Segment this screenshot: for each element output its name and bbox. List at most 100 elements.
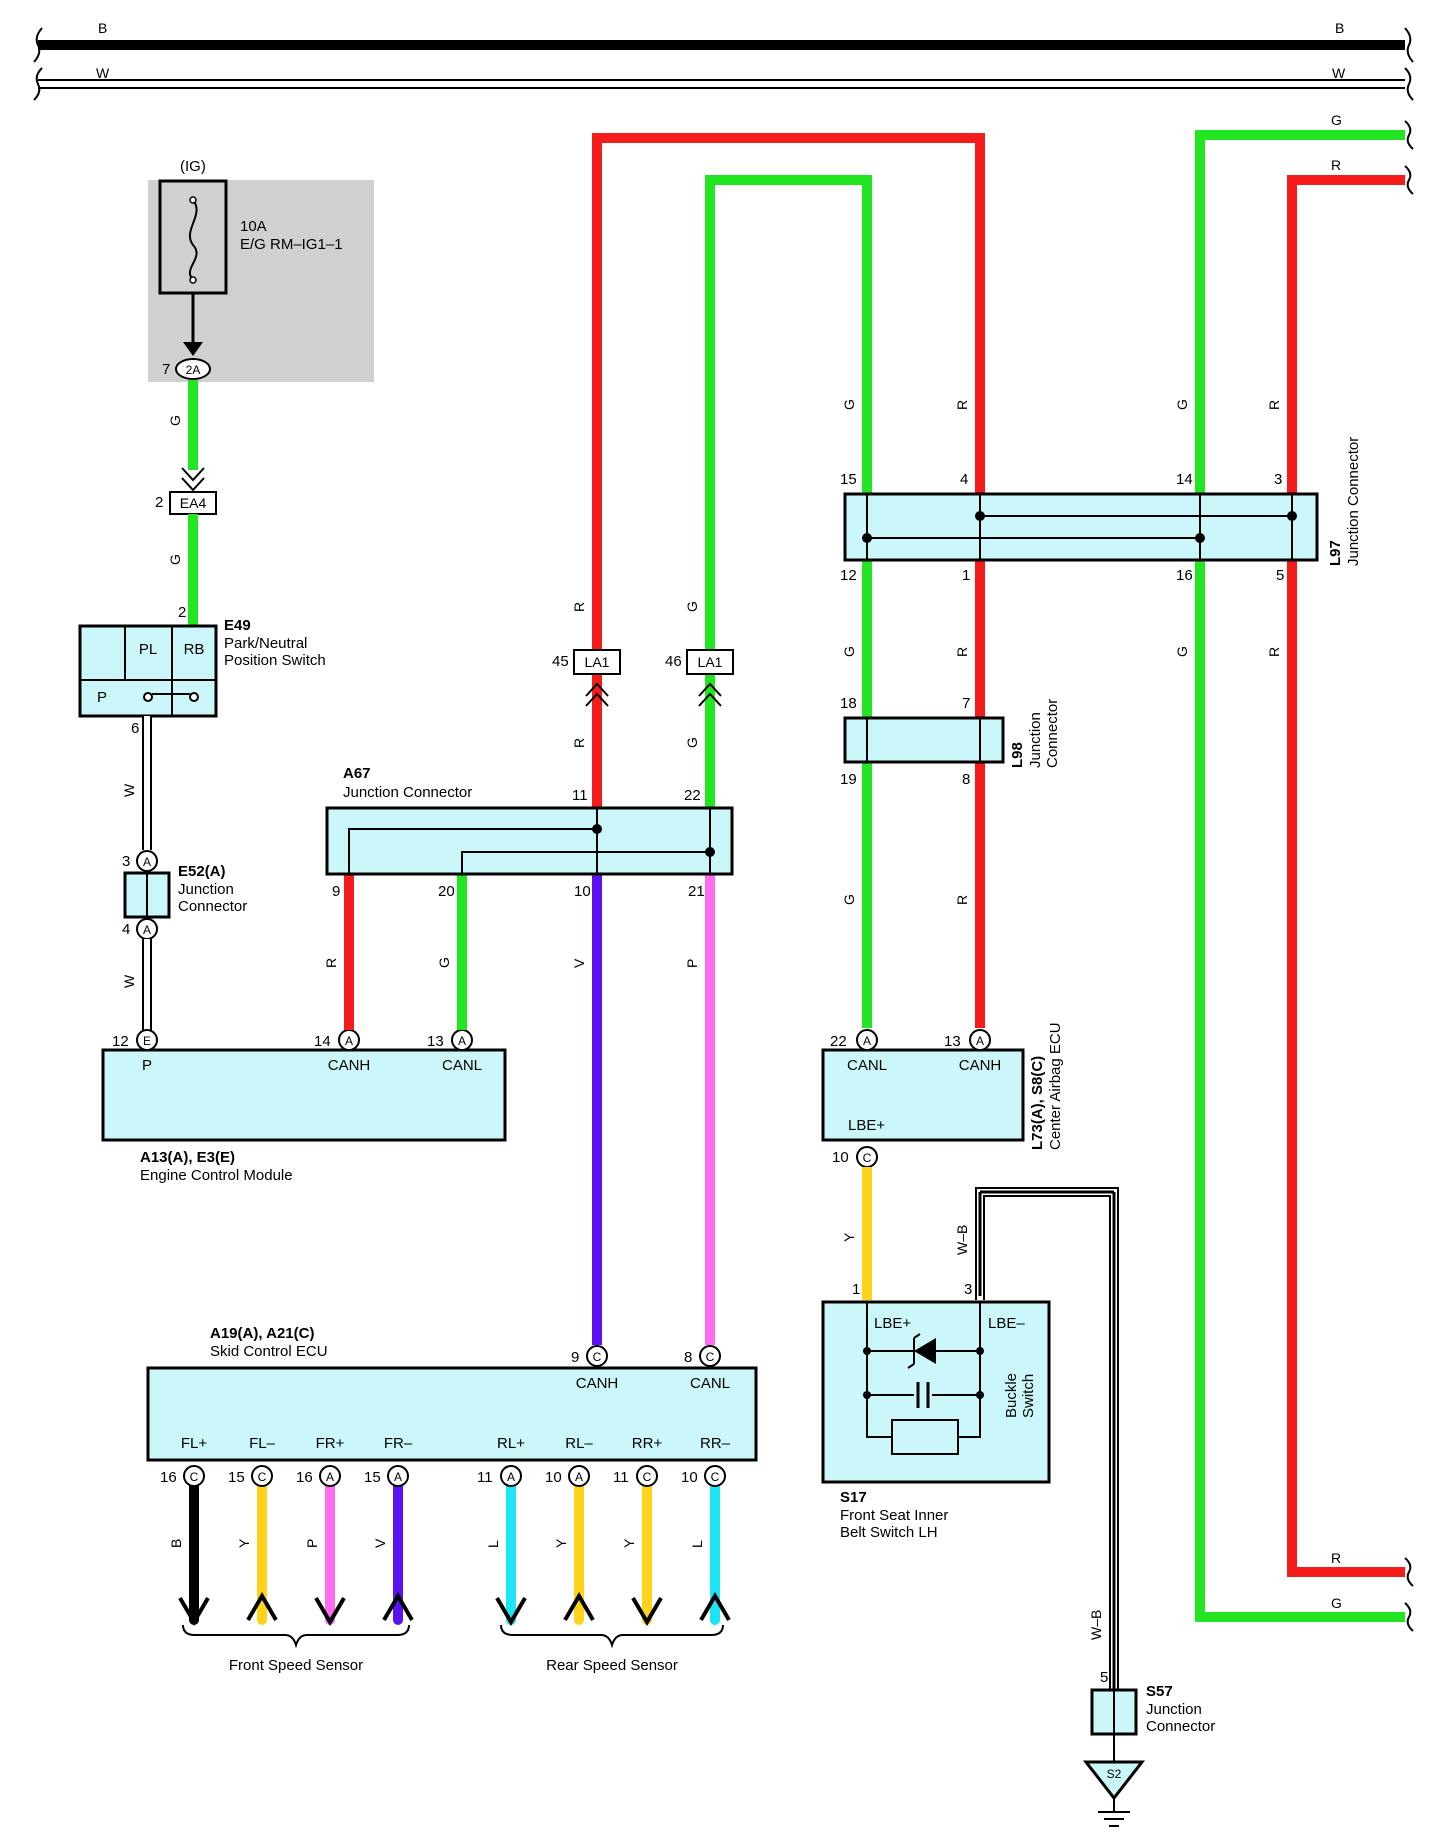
s57-line2: Connector bbox=[1146, 1718, 1215, 1735]
skid-terminal: ARL+11L bbox=[477, 1435, 527, 1626]
ecm-canl-label: CANL bbox=[442, 1057, 482, 1074]
sensor-wire-label: Y bbox=[553, 1538, 569, 1548]
wire-r-a67-9-label: R bbox=[323, 958, 339, 968]
sensor-wire-label: P bbox=[304, 1539, 320, 1548]
ea4-name: EA4 bbox=[180, 495, 207, 511]
skid-terminal-pin-marker bbox=[183, 1465, 205, 1487]
right-loop-r-label-upper: R bbox=[1266, 400, 1282, 410]
ecm-code: A13(A), E3(E) bbox=[140, 1149, 235, 1166]
a67-pin-22: 22 bbox=[684, 787, 701, 804]
skid-terminal: A FR–15V bbox=[364, 1435, 414, 1625]
bus-b bbox=[33, 27, 1414, 63]
l98-connector bbox=[843, 716, 1005, 764]
s17-lbe-plus: LBE+ bbox=[874, 1315, 911, 1332]
skid-terminal: CRR+11Y bbox=[613, 1435, 663, 1626]
s17-line2: Belt Switch LH bbox=[840, 1524, 938, 1541]
airbag-ecu-box bbox=[821, 1048, 1025, 1142]
l97-pin-1: 1 bbox=[962, 567, 970, 584]
wire-w-e52-label: W bbox=[121, 974, 137, 988]
ecm-canh-letter: A bbox=[345, 1034, 353, 1048]
fuse-source: (IG) bbox=[180, 158, 206, 175]
skid-terminal-letter: C bbox=[643, 1470, 652, 1484]
right-loop-g-top: G bbox=[1331, 112, 1342, 128]
skid-terminal-label: RL+ bbox=[497, 1435, 525, 1452]
skid-terminal-label: FL– bbox=[249, 1435, 276, 1452]
skid-terminal-label: FR– bbox=[384, 1435, 413, 1452]
bus-w-label-left: W bbox=[96, 65, 110, 81]
skid-terminal-label: FR+ bbox=[316, 1435, 345, 1452]
bus-b-label-left: B bbox=[98, 20, 107, 36]
sensor-arrow-icon bbox=[178, 1596, 210, 1626]
la1-chevron-46-icon bbox=[698, 682, 722, 707]
la1-chevron-45-icon bbox=[585, 682, 609, 707]
s17-line1: Front Seat Inner bbox=[840, 1507, 948, 1524]
sensor-wire-label: B bbox=[168, 1539, 184, 1548]
sensor-arrow-icon bbox=[314, 1596, 346, 1626]
skid-terminal-pin-marker bbox=[251, 1465, 273, 1487]
a67-pin-10: 10 bbox=[574, 883, 591, 900]
skid-terminal-pin: 15 bbox=[228, 1469, 245, 1486]
a67-pin-11: 11 bbox=[572, 787, 588, 804]
right-loop-g-label-upper: G bbox=[1174, 399, 1190, 410]
a67-pin-9: 9 bbox=[332, 883, 340, 900]
s17-lbe-minus: LBE– bbox=[988, 1315, 1025, 1332]
bus-b-label-right: B bbox=[1335, 20, 1344, 36]
bus-w bbox=[33, 67, 1414, 101]
l98-name-2: Connector bbox=[1044, 699, 1061, 768]
wire-p-a67-21-label: P bbox=[684, 959, 700, 968]
s57-code: S57 bbox=[1146, 1683, 1173, 1700]
skid-canl-letter: C bbox=[706, 1350, 715, 1364]
ground-name: S2 bbox=[1107, 1767, 1122, 1781]
s17-buckle-1: Buckle bbox=[1003, 1373, 1020, 1418]
e49-contact-icon bbox=[143, 692, 153, 702]
skid-terminal-pin: 11 bbox=[613, 1469, 629, 1486]
ea4-pin: 2 bbox=[155, 494, 163, 511]
l97-pin-4: 4 bbox=[960, 471, 968, 488]
skid-terminal-pin: 11 bbox=[477, 1469, 493, 1486]
airbag-canl-pin: 22 bbox=[830, 1033, 847, 1050]
sensor-wire-label: Y bbox=[236, 1538, 252, 1548]
la1-name-46: LA1 bbox=[698, 654, 723, 670]
s57-line1: Junction bbox=[1146, 1701, 1202, 1718]
s17-code: S17 bbox=[840, 1489, 867, 1506]
skid-terminal-letter: A bbox=[575, 1470, 583, 1484]
s17-pin-1: 1 bbox=[852, 1281, 860, 1298]
fuse-rating: 10A bbox=[240, 218, 267, 235]
sensor-arrow-icon bbox=[382, 1592, 414, 1622]
wire-g-a67-label: G bbox=[684, 737, 700, 748]
skid-terminal-pin-marker bbox=[319, 1465, 341, 1487]
airbag-canh-label: CANH bbox=[959, 1057, 1002, 1074]
fuse-name: E/G RM–IG1–1 bbox=[240, 236, 343, 253]
skid-terminal-pin: 16 bbox=[296, 1469, 313, 1486]
l98-pin-19: 19 bbox=[840, 771, 857, 788]
skid-canh-letter: C bbox=[593, 1350, 602, 1364]
right-loop-g-bottom: G bbox=[1331, 1595, 1342, 1611]
e49-code: E49 bbox=[224, 617, 251, 634]
wire-g-fuse-label: G bbox=[167, 415, 183, 426]
sensor-arrow-icon bbox=[631, 1596, 663, 1626]
right-loop-g-label-lower: G bbox=[1174, 646, 1190, 657]
skid-terminal-pin: 15 bbox=[364, 1469, 381, 1486]
e49-pin-bottom: 6 bbox=[131, 720, 139, 737]
ea4-chevron-icon bbox=[181, 467, 205, 492]
skid-terminal-letter: A bbox=[507, 1470, 515, 1484]
rear-sensor-label: Rear Speed Sensor bbox=[546, 1657, 678, 1674]
wire-r-can-main bbox=[592, 133, 985, 1028]
skid-terminal-pin: 10 bbox=[681, 1469, 698, 1486]
e49-line2: Position Switch bbox=[224, 652, 326, 669]
front-sensor-label: Front Speed Sensor bbox=[229, 1657, 363, 1674]
skid-terminal-letter: A bbox=[394, 1470, 402, 1484]
sensor-wire-label: V bbox=[372, 1538, 388, 1548]
skid-terminal-label: RL– bbox=[565, 1435, 593, 1452]
l98-pin-7: 7 bbox=[962, 695, 970, 712]
a67-name: Junction Connector bbox=[343, 784, 472, 801]
e52-pin-top-marker bbox=[136, 850, 158, 872]
airbag-canl-letter: A bbox=[863, 1034, 871, 1048]
sensor-arrow-icon bbox=[495, 1596, 527, 1626]
airbag-code: L73(A), S8(C) bbox=[1029, 1056, 1046, 1150]
fuse-shade bbox=[148, 180, 374, 382]
a67-pin-21: 21 bbox=[688, 883, 705, 900]
skid-canh-pin: 9 bbox=[571, 1349, 579, 1366]
airbag-canh-letter: A bbox=[976, 1034, 984, 1048]
